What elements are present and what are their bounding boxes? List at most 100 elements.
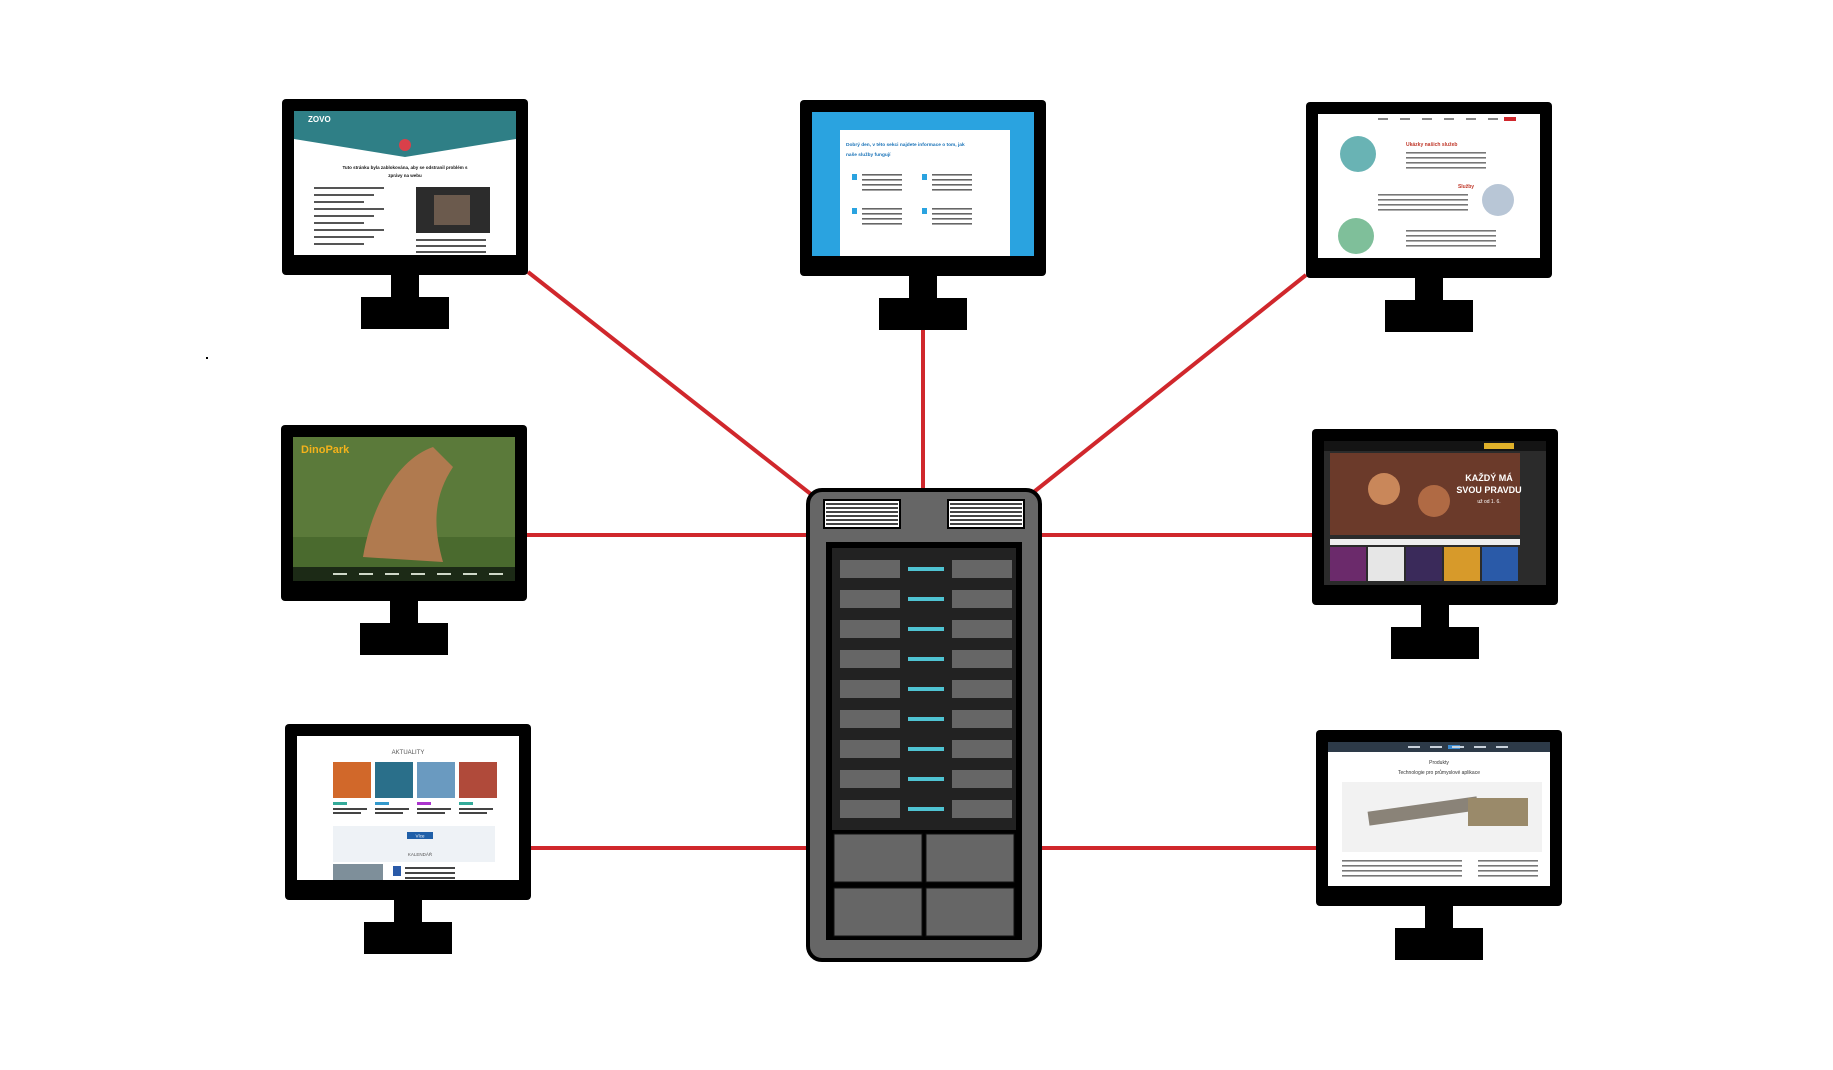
subheadline: Služby (1458, 184, 1474, 190)
bottom-bay (925, 887, 1015, 937)
vent-slot (826, 523, 898, 525)
vent-slot (826, 515, 898, 517)
text-line (1342, 875, 1462, 877)
news-thumbnail (375, 762, 413, 798)
monitor-stand-base (1395, 928, 1483, 960)
drive-led (908, 627, 944, 631)
text-line (1478, 860, 1538, 862)
text-line (1406, 152, 1486, 154)
news-thumbnail (459, 762, 497, 798)
tile-thumbnail (1330, 547, 1366, 581)
drive-bay-right (952, 680, 1012, 698)
text-line (333, 808, 367, 810)
vent-slot (826, 511, 898, 513)
drive-led (908, 747, 944, 751)
headline-line-2: SVOU PRAVDU (1456, 485, 1521, 495)
product-cylinder (1367, 796, 1479, 826)
text-line (459, 808, 493, 810)
headline-line-1: KAŽDÝ MÁ (1465, 472, 1513, 483)
illustration-circle (1338, 218, 1374, 254)
nav-item (385, 573, 399, 575)
text-line (333, 812, 361, 814)
drive-bay-right (952, 560, 1012, 578)
text-line (1342, 860, 1462, 862)
drive-bay-right (952, 800, 1012, 818)
vent-slot (826, 503, 898, 505)
nav-item (1474, 746, 1486, 748)
text-line (862, 179, 902, 181)
server-rack-icon (806, 488, 1042, 962)
monitor-stand-base (361, 297, 449, 329)
connection-lines (526, 270, 1316, 850)
text-line (862, 218, 902, 220)
drive-bay-left (840, 680, 900, 698)
news-tag (417, 802, 431, 805)
drive-bay-left (840, 800, 900, 818)
event-date-badge (393, 866, 401, 876)
text-line (1406, 245, 1496, 247)
headline: AKTUALITY (392, 750, 425, 756)
more-button[interactable] (407, 832, 433, 839)
text-line (1342, 870, 1462, 872)
monitor-stand-base (879, 298, 967, 330)
drive-bay-left (840, 620, 900, 638)
tile-thumbnail (1482, 547, 1518, 581)
subheadline: naše služby fungují (846, 152, 891, 158)
nav-bar (293, 567, 515, 581)
drive-led (908, 657, 944, 661)
screen-content-middle-left: DinoParkVstupenky zakoupíte online (293, 437, 515, 581)
feature-icon (922, 174, 927, 180)
text-line (862, 213, 902, 215)
drive-bay-left (840, 560, 900, 578)
text-line (1378, 199, 1468, 201)
drive-bay-left (840, 770, 900, 788)
top-bar (1324, 441, 1546, 451)
drive-led (908, 687, 944, 691)
text-line (1478, 865, 1538, 867)
monitor-stand-base (360, 623, 448, 655)
headline: Technologie pro průmyslové aplikace (1398, 769, 1480, 776)
vent-slot (950, 519, 1022, 521)
product-housing (1468, 798, 1528, 826)
monitor-icon: DinoParkVstupenky zakoupíte online (281, 425, 527, 655)
nav-item (1430, 746, 1442, 748)
drive-led (908, 597, 944, 601)
nav-item (437, 573, 451, 575)
drive-led (908, 777, 944, 781)
event-thumbnail (333, 864, 383, 880)
vent-slot (950, 511, 1022, 513)
feature-icon (852, 208, 857, 214)
monitor-neck (909, 276, 937, 298)
link-line-top-right (1028, 273, 1308, 497)
text-line (1406, 167, 1486, 169)
text-line (417, 812, 445, 814)
nav-cta-button (1504, 117, 1516, 121)
text-line (375, 812, 403, 814)
text-line (932, 184, 972, 186)
vent-slot (950, 515, 1022, 517)
news-thumbnail (333, 762, 371, 798)
more-button-label: Více (415, 834, 425, 839)
nav-item (1400, 118, 1410, 120)
logo-text: ZOVO (308, 115, 331, 124)
text-line (1406, 157, 1486, 159)
monitor-icon: Dobrý den, v této sekci najdete informac… (800, 100, 1046, 330)
text-line (932, 223, 972, 225)
section-label: KALENDÁŘ (408, 850, 433, 857)
text-line (416, 245, 486, 247)
text-line (932, 218, 972, 220)
text-line (862, 184, 902, 186)
link-line-top-left (526, 270, 814, 497)
text-line (1378, 209, 1468, 211)
illustration-circle (1340, 136, 1376, 172)
text-line (1342, 865, 1462, 867)
drive-bay-right (952, 650, 1012, 668)
header-band (294, 111, 516, 139)
text-line (932, 179, 972, 181)
drive-bay-right (952, 590, 1012, 608)
